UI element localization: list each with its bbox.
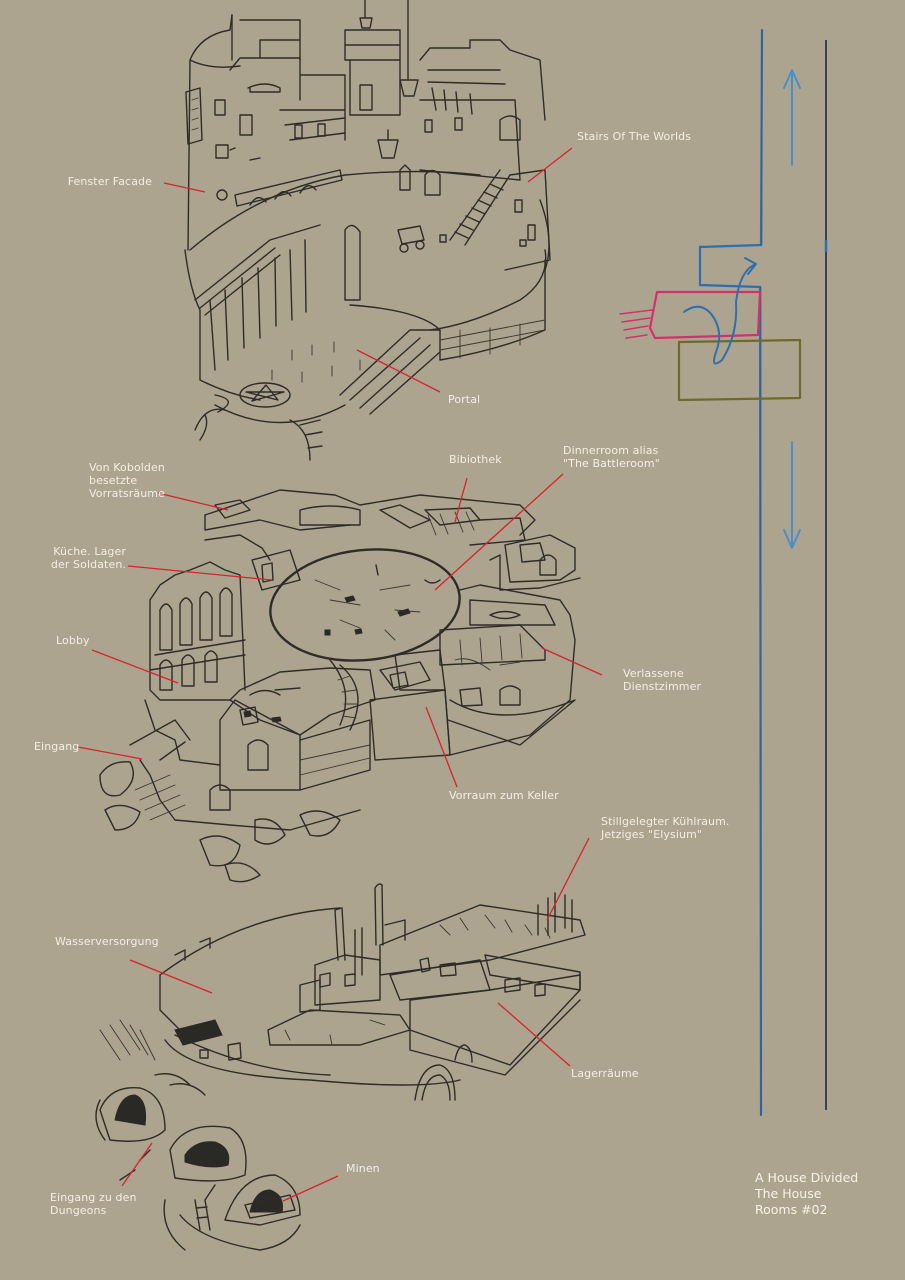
leader-dienstzimmer (541, 647, 603, 676)
label-minen: Minen (346, 1162, 380, 1175)
floor-magenta-stairs (619, 309, 653, 339)
leader-eingang-dungeons (121, 1142, 153, 1187)
leader-fenster-facade (163, 182, 206, 193)
leader-kuehlraum (546, 837, 590, 921)
label-dienstzimmer: Verlassene Dienstzimmer (623, 667, 702, 693)
flow-dark-overlay (760, 30, 763, 1115)
label-fenster-facade: Fenster Facade (67, 175, 152, 188)
cellar-sketch (95, 883, 586, 1251)
leader-lagerraeume (497, 1002, 571, 1067)
leader-eingang (77, 746, 143, 760)
tower-courtyard-sketch (184, 0, 551, 461)
label-lobby: Lobby (56, 634, 90, 647)
label-kuehlraum: Stillgelegter Kühlraum. Jetziges "Elysiu… (601, 815, 730, 841)
label-stairs-of-the-worlds: Stairs Of The Worlds (577, 130, 692, 143)
arrow-down (783, 441, 801, 549)
leader-lobby (91, 649, 179, 684)
leader-wasserversorgung (129, 959, 213, 994)
credit-block: A House Divided The House Rooms #02 (755, 1170, 858, 1218)
leader-dinnerroom (434, 473, 564, 591)
label-vorratsraeume: Von Kobolden besetzte Vorratsräume (89, 461, 165, 500)
floor-magenta (648, 290, 762, 340)
leader-lines (77, 147, 603, 1202)
leader-vorraum (425, 706, 458, 788)
arrow-up (783, 69, 801, 166)
label-vorraum: Vorraum zum Keller (449, 789, 559, 802)
label-portal: Portal (448, 393, 481, 406)
label-bibliothek: Bibiothek (449, 453, 502, 466)
floor-olive (677, 338, 802, 402)
leader-bibliothek (454, 477, 468, 523)
leader-portal (356, 349, 441, 393)
leader-stairs (527, 147, 573, 183)
manor-sketch (99, 489, 581, 883)
flow-diagram (619, 28, 828, 1117)
credit-line-1: A House Divided (755, 1170, 859, 1185)
leader-minen (282, 1175, 339, 1202)
leader-vorratsraeume (157, 492, 229, 511)
label-wasserversorgung: Wasserversorgung (55, 935, 159, 948)
credit-line-2: The House (755, 1186, 822, 1201)
label-eingang-dungeons: Eingang zu den Dungeons (50, 1191, 137, 1217)
label-lagerraeume: Lagerräume (571, 1067, 639, 1080)
flow-squiggle (683, 257, 757, 365)
flow-main-line (698, 28, 764, 1117)
label-dinnerroom: Dinnerroom alias "The Battleroom" (563, 444, 660, 470)
leader-kueche (127, 565, 273, 581)
label-eingang: Eingang (34, 740, 80, 753)
credit-line-3: Rooms #02 (755, 1202, 828, 1217)
label-kueche: Küche. Lager der Soldaten. (50, 545, 126, 571)
